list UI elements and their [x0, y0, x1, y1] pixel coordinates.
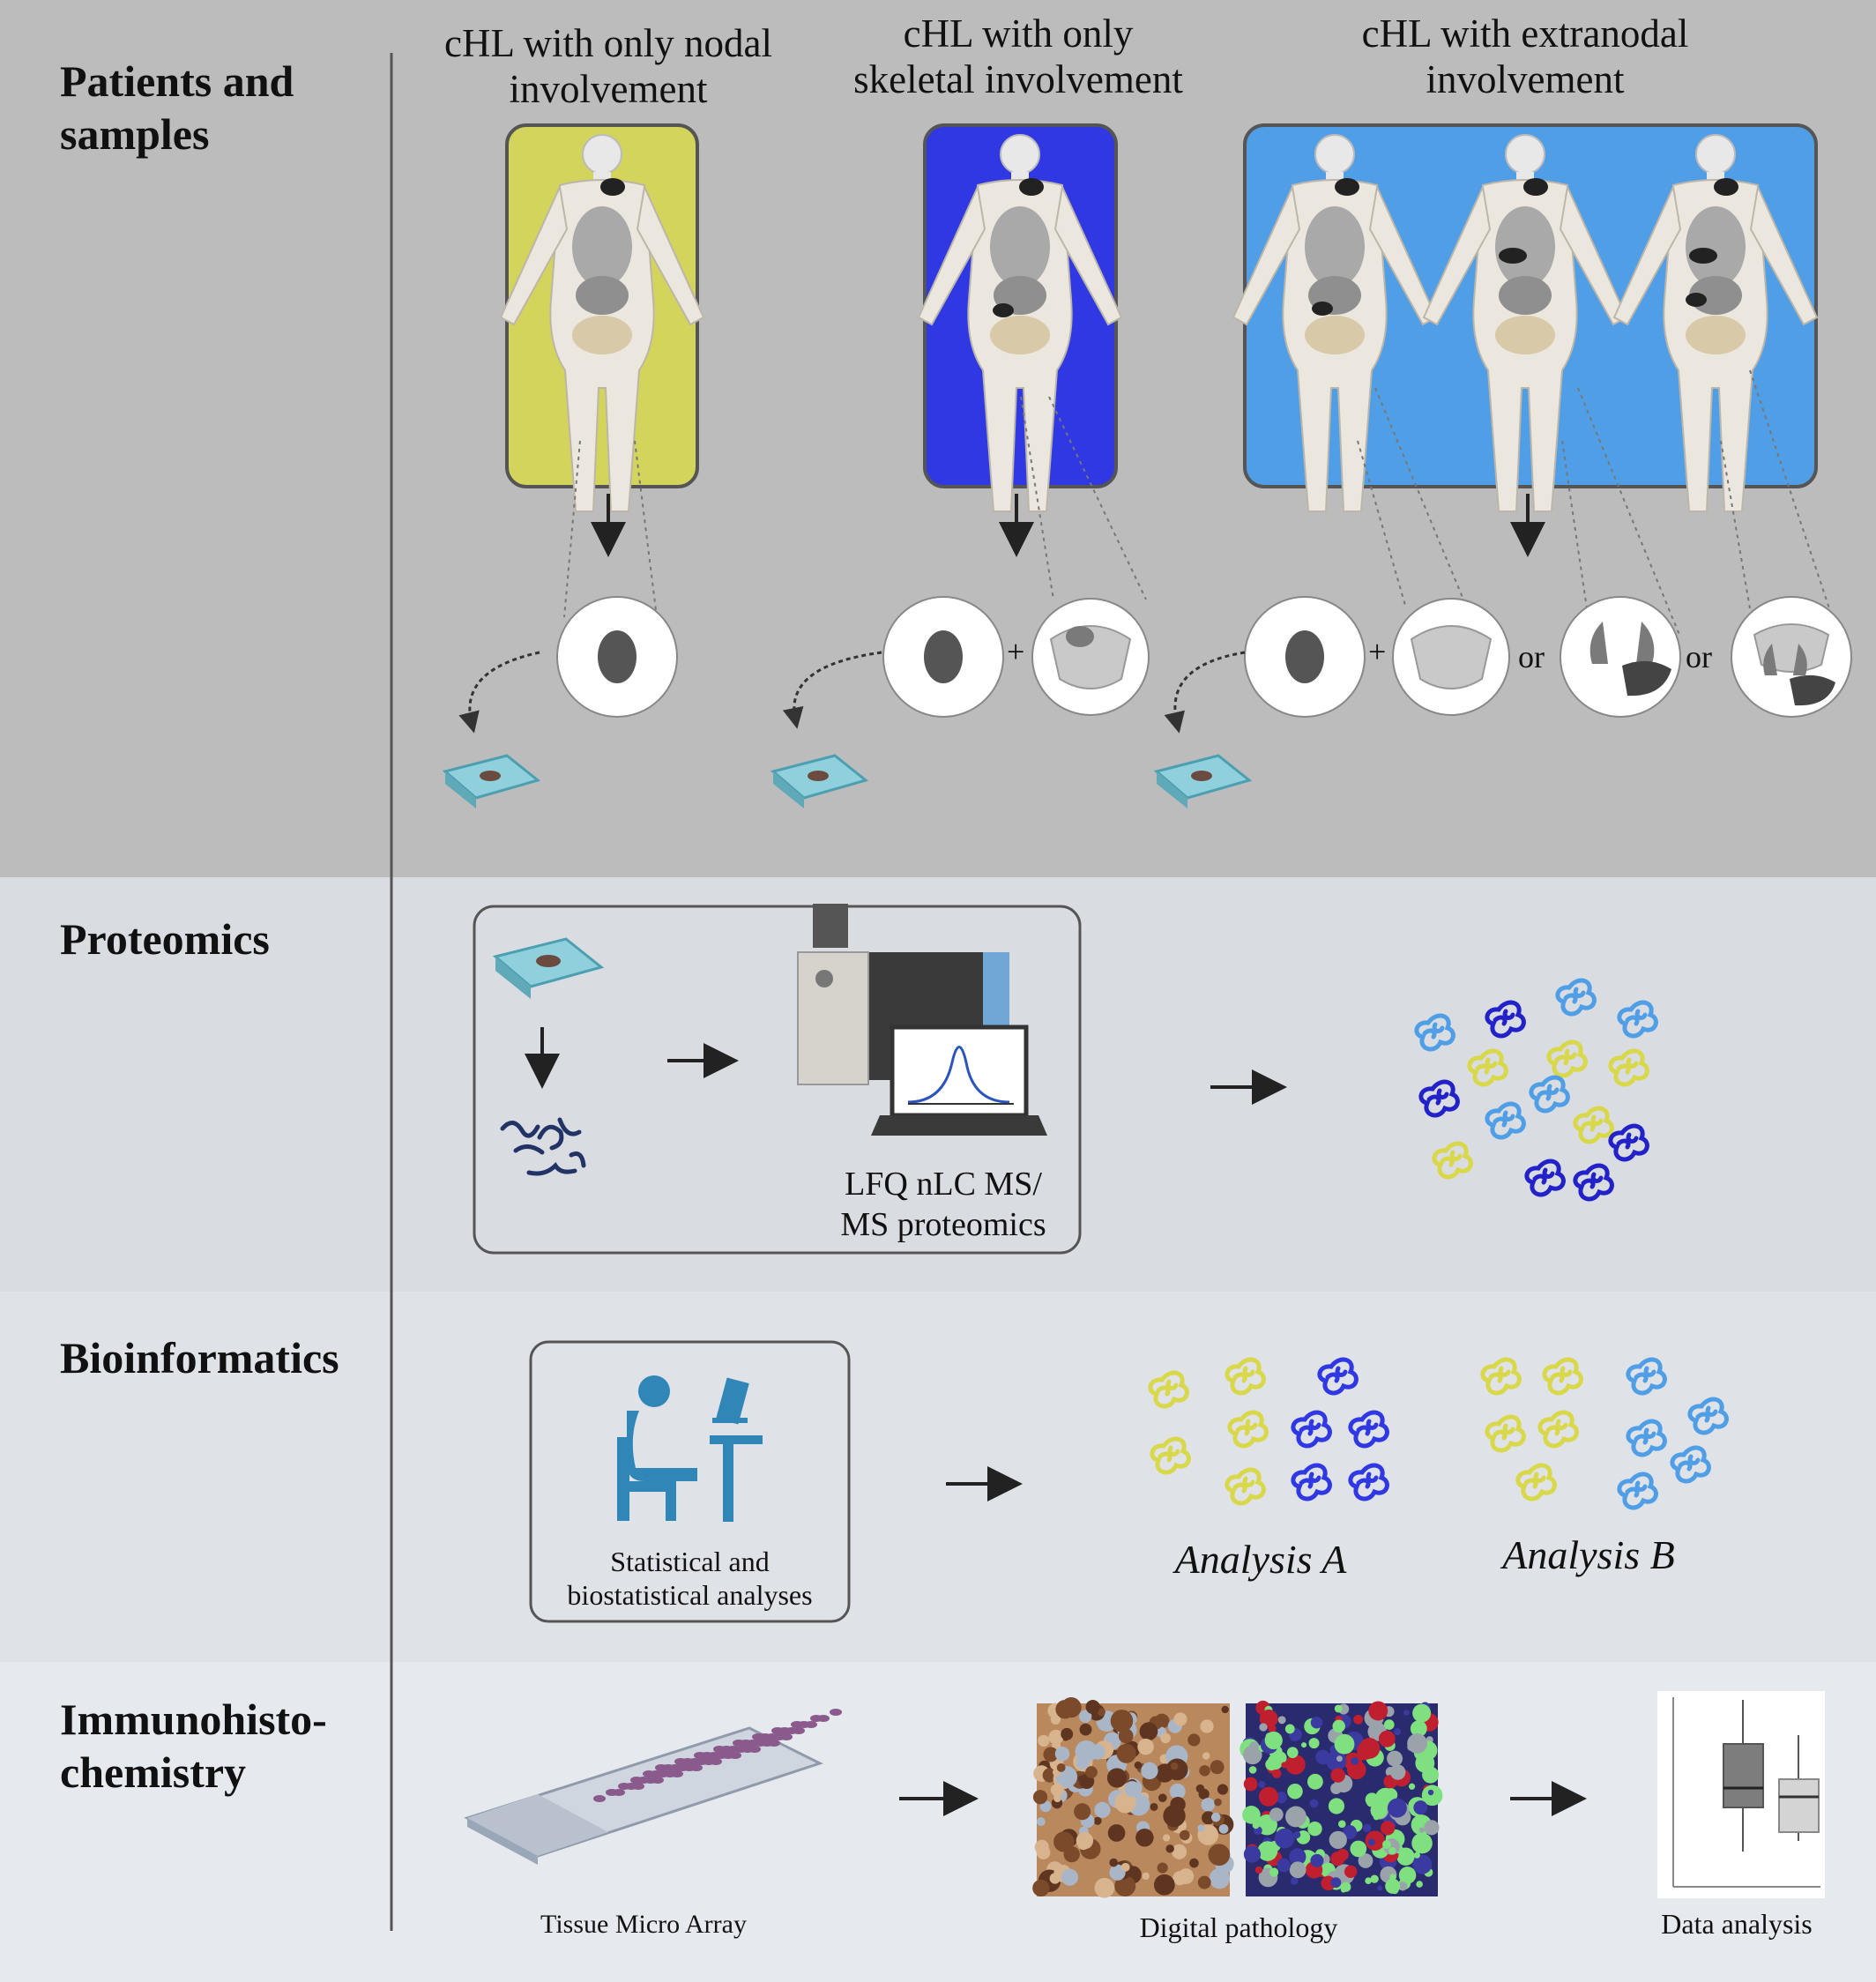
or-connector-2: or: [1686, 639, 1712, 674]
section-title-proteomics: Proteomics: [60, 914, 270, 964]
analysis-b-label: Analysis B: [1502, 1532, 1675, 1577]
group-label-extranodal: cHL with extranodal involvement: [1361, 11, 1689, 101]
digital-pathology-label: Digital pathology: [1139, 1911, 1338, 1943]
plus-connector-extranodal: +: [1368, 634, 1387, 669]
section-title-patients: Patients and samples: [60, 56, 294, 159]
section-title-ihc: Immunohisto- chemistry: [60, 1695, 327, 1797]
or-connector-1: or: [1518, 639, 1545, 674]
band-ihc: [0, 1662, 1876, 1982]
analysis-a-label: Analysis A: [1174, 1537, 1347, 1582]
cassette: [442, 754, 541, 808]
plus-connector-skeletal: +: [1007, 634, 1025, 669]
proteomics-method-label: LFQ nLC MS/ MS proteomics: [840, 1166, 1046, 1243]
section-title-bioinformatics: Bioinformatics: [60, 1333, 339, 1382]
group-label-nodal: cHL with only nodal involvement: [443, 21, 773, 111]
bioinformatics-box-label: Statistical and biostatistical analyses: [567, 1546, 813, 1611]
band-bioinformatics: [0, 1292, 1876, 1662]
tma-label: Tissue Micro Array: [540, 1910, 747, 1939]
data-analysis-label: Data analysis: [1661, 1908, 1813, 1940]
group-label-skeletal: cHL with only skeletal involvement: [853, 11, 1183, 101]
